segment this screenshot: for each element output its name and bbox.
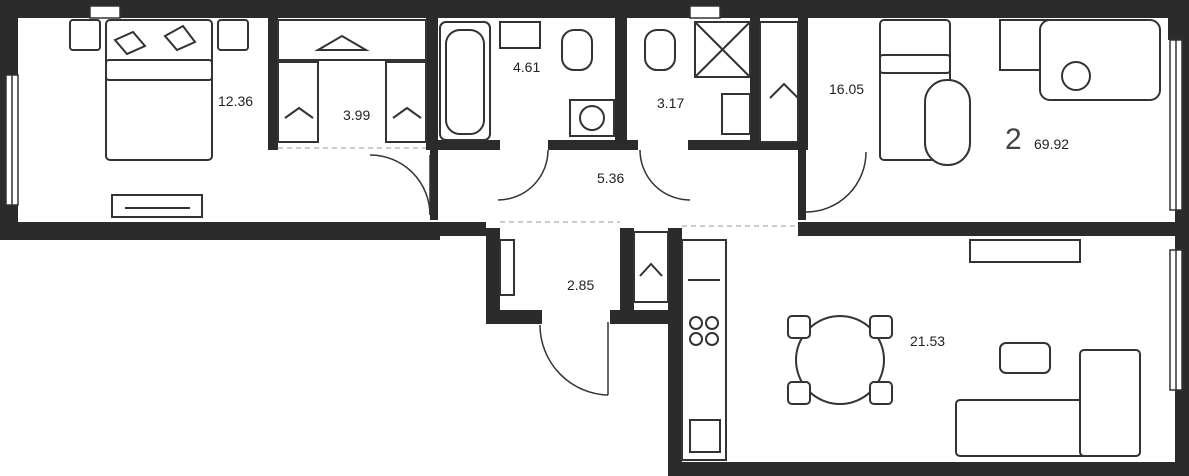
toilet-icon <box>644 21 751 135</box>
rooms-count: 2 <box>1005 123 1022 156</box>
wardrobe-icon <box>277 19 427 143</box>
bed-icon-2 <box>879 19 1161 166</box>
open-boundaries <box>278 147 798 227</box>
room-area-hall: 5.36 <box>597 170 625 186</box>
room-area-wardrobe: 3.99 <box>343 107 371 123</box>
bed-icon <box>69 19 249 161</box>
sofa-icon <box>955 342 1141 457</box>
dining-table-icon <box>787 315 893 405</box>
closet-icon <box>759 21 799 143</box>
room-area-bedroom-1: 12.36 <box>218 93 254 109</box>
kitchen-icon <box>681 239 727 461</box>
door-swings <box>369 149 867 396</box>
hall-closet-icon <box>499 231 669 303</box>
room-area-toilet: 3.17 <box>657 95 685 111</box>
room-area-kitchen-living: 21.53 <box>910 333 946 349</box>
windows <box>5 5 1183 391</box>
total-area: 69.92 <box>1034 136 1070 152</box>
room-area-bathroom: 4.61 <box>513 59 541 75</box>
tv-icon-2 <box>969 239 1081 263</box>
bathtub-icon <box>439 21 615 141</box>
room-area-bedroom-2: 16.05 <box>829 81 865 97</box>
tv-stand-icon <box>111 194 203 218</box>
room-area-entrance: 2.85 <box>567 277 595 293</box>
